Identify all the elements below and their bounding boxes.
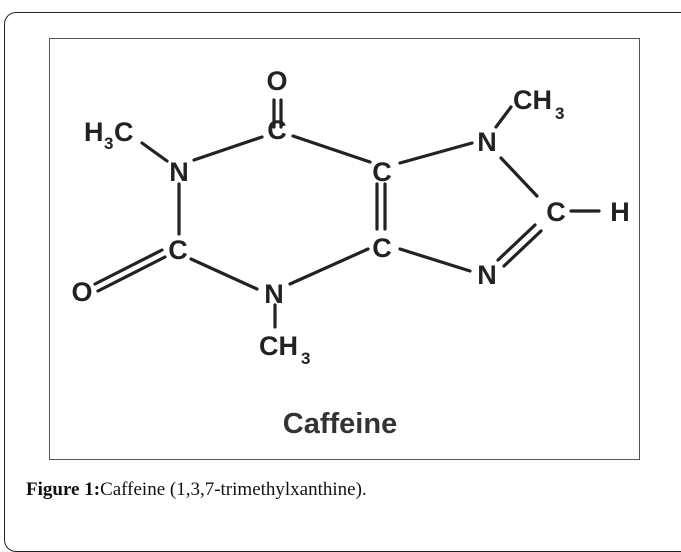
atom-c-top: C <box>267 115 287 145</box>
bond-c5-n7 <box>398 141 474 165</box>
atom-ch-top: CH <box>513 85 552 115</box>
caption-text: Caffeine (1,3,7-trimethylxanthine). <box>100 479 367 500</box>
bond-n7-c8 <box>499 156 539 198</box>
atom-ch-top-sub: 3 <box>555 104 564 123</box>
bond-c8-n9-1 <box>496 223 537 262</box>
atom-c8: C <box>546 197 566 227</box>
atom-h3-left: H <box>84 117 104 147</box>
atom-o-left: O <box>71 277 92 307</box>
caption-label: Figure 1: <box>26 479 101 500</box>
atom-n1: N <box>169 157 189 187</box>
bond-c2-o-left-1 <box>93 248 164 286</box>
bonds <box>93 98 601 329</box>
molecule-name-label: Caffeine <box>283 408 397 440</box>
bond-c2-n3 <box>189 257 259 291</box>
caffeine-structure-diagram: O C H 3 C N C O N CH 3 C C N CH 3 C H N … <box>71 66 629 440</box>
figure-box: O C H 3 C N C O N CH 3 C C N CH 3 C H N … <box>49 38 640 460</box>
atom-h8: H <box>610 197 630 227</box>
atoms: O C H 3 C N C O N CH 3 C C N CH 3 C H N <box>71 66 629 368</box>
atom-c2: C <box>168 235 188 265</box>
figure-caption: Figure 1:Caffeine (1,3,7-trimethylxanthi… <box>26 479 367 501</box>
atom-ch-bottom: CH <box>259 331 298 361</box>
bond-n3-c4 <box>288 247 370 286</box>
bond-n7-ch-top <box>494 105 513 129</box>
atom-ch-bottom-sub: 3 <box>301 349 310 368</box>
atom-c-methyl-left: C <box>114 117 134 147</box>
bond-c8-n9-2 <box>502 229 543 268</box>
atom-n9: N <box>477 260 497 290</box>
atom-n3: N <box>264 279 284 309</box>
bond-ctop-c5 <box>291 134 372 164</box>
atom-c4: C <box>372 233 392 263</box>
atom-o-top: O <box>266 66 287 96</box>
bond-methyl-n1 <box>140 141 169 163</box>
bond-c2-o-left-2 <box>96 255 167 293</box>
bond-c4-n9 <box>398 247 472 273</box>
atom-n7: N <box>477 127 497 157</box>
atom-c5: C <box>372 157 392 187</box>
bond-n1-ctop <box>192 135 264 162</box>
atom-h3-left-sub: 3 <box>104 134 113 153</box>
